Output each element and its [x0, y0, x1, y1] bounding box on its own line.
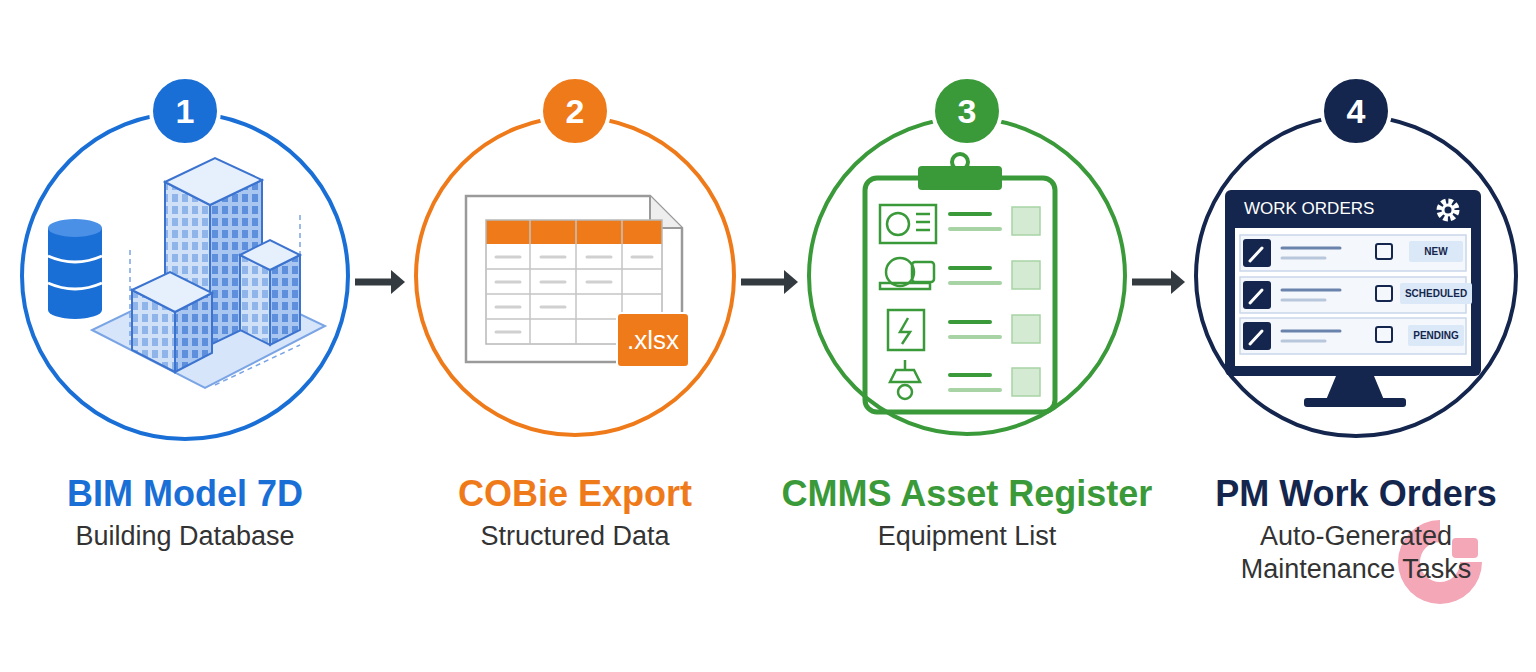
step-subtitle: Equipment List	[767, 520, 1167, 553]
status-pill: SCHEDULED	[1400, 283, 1472, 304]
flow-arrow	[1132, 270, 1185, 294]
status-pill: NEW	[1409, 241, 1463, 262]
step-circle: CMMS Asset RegisterEquipment List	[807, 116, 1127, 436]
flow-arrow	[355, 270, 405, 294]
step-caption: BIM Model 7D Building Database	[0, 472, 405, 553]
bim-illustration	[48, 158, 325, 388]
step-subtitle: Auto-Generated Maintenance Tasks	[1221, 520, 1491, 586]
step-title: CMMS Asset Register	[747, 472, 1187, 516]
step-number: 2	[539, 75, 611, 147]
file-badge: .xlsx	[616, 312, 690, 368]
status-pill: PENDING	[1408, 325, 1464, 346]
step-subtitle: Structured Data	[395, 520, 755, 553]
step-title: PM Work Orders	[1136, 472, 1536, 516]
step-title: COBie Export	[355, 472, 795, 516]
step-circle: PM Work OrdersAuto-Generated Maintenance…	[1194, 114, 1518, 438]
step-number: 1	[149, 75, 221, 147]
step-subtitle: Building Database	[5, 520, 365, 553]
step-title: BIM Model 7D	[0, 472, 405, 516]
monitor-illustration	[1225, 190, 1481, 407]
step-caption: CMMS Asset RegisterEquipment List	[747, 472, 1187, 553]
step-caption: PM Work OrdersAuto-Generated Maintenance…	[1136, 472, 1536, 586]
step-circle: BIM Model 7DBuilding Database	[20, 111, 350, 441]
step-number: 4	[1320, 75, 1392, 147]
screen-header: WORK ORDERS	[1244, 198, 1374, 220]
step-circle: COBie ExportStructured Data	[414, 115, 736, 437]
step-caption: COBie ExportStructured Data	[355, 472, 795, 553]
step-number: 3	[931, 75, 1003, 147]
clipboard-illustration	[865, 154, 1055, 412]
flow-arrow	[741, 270, 798, 294]
